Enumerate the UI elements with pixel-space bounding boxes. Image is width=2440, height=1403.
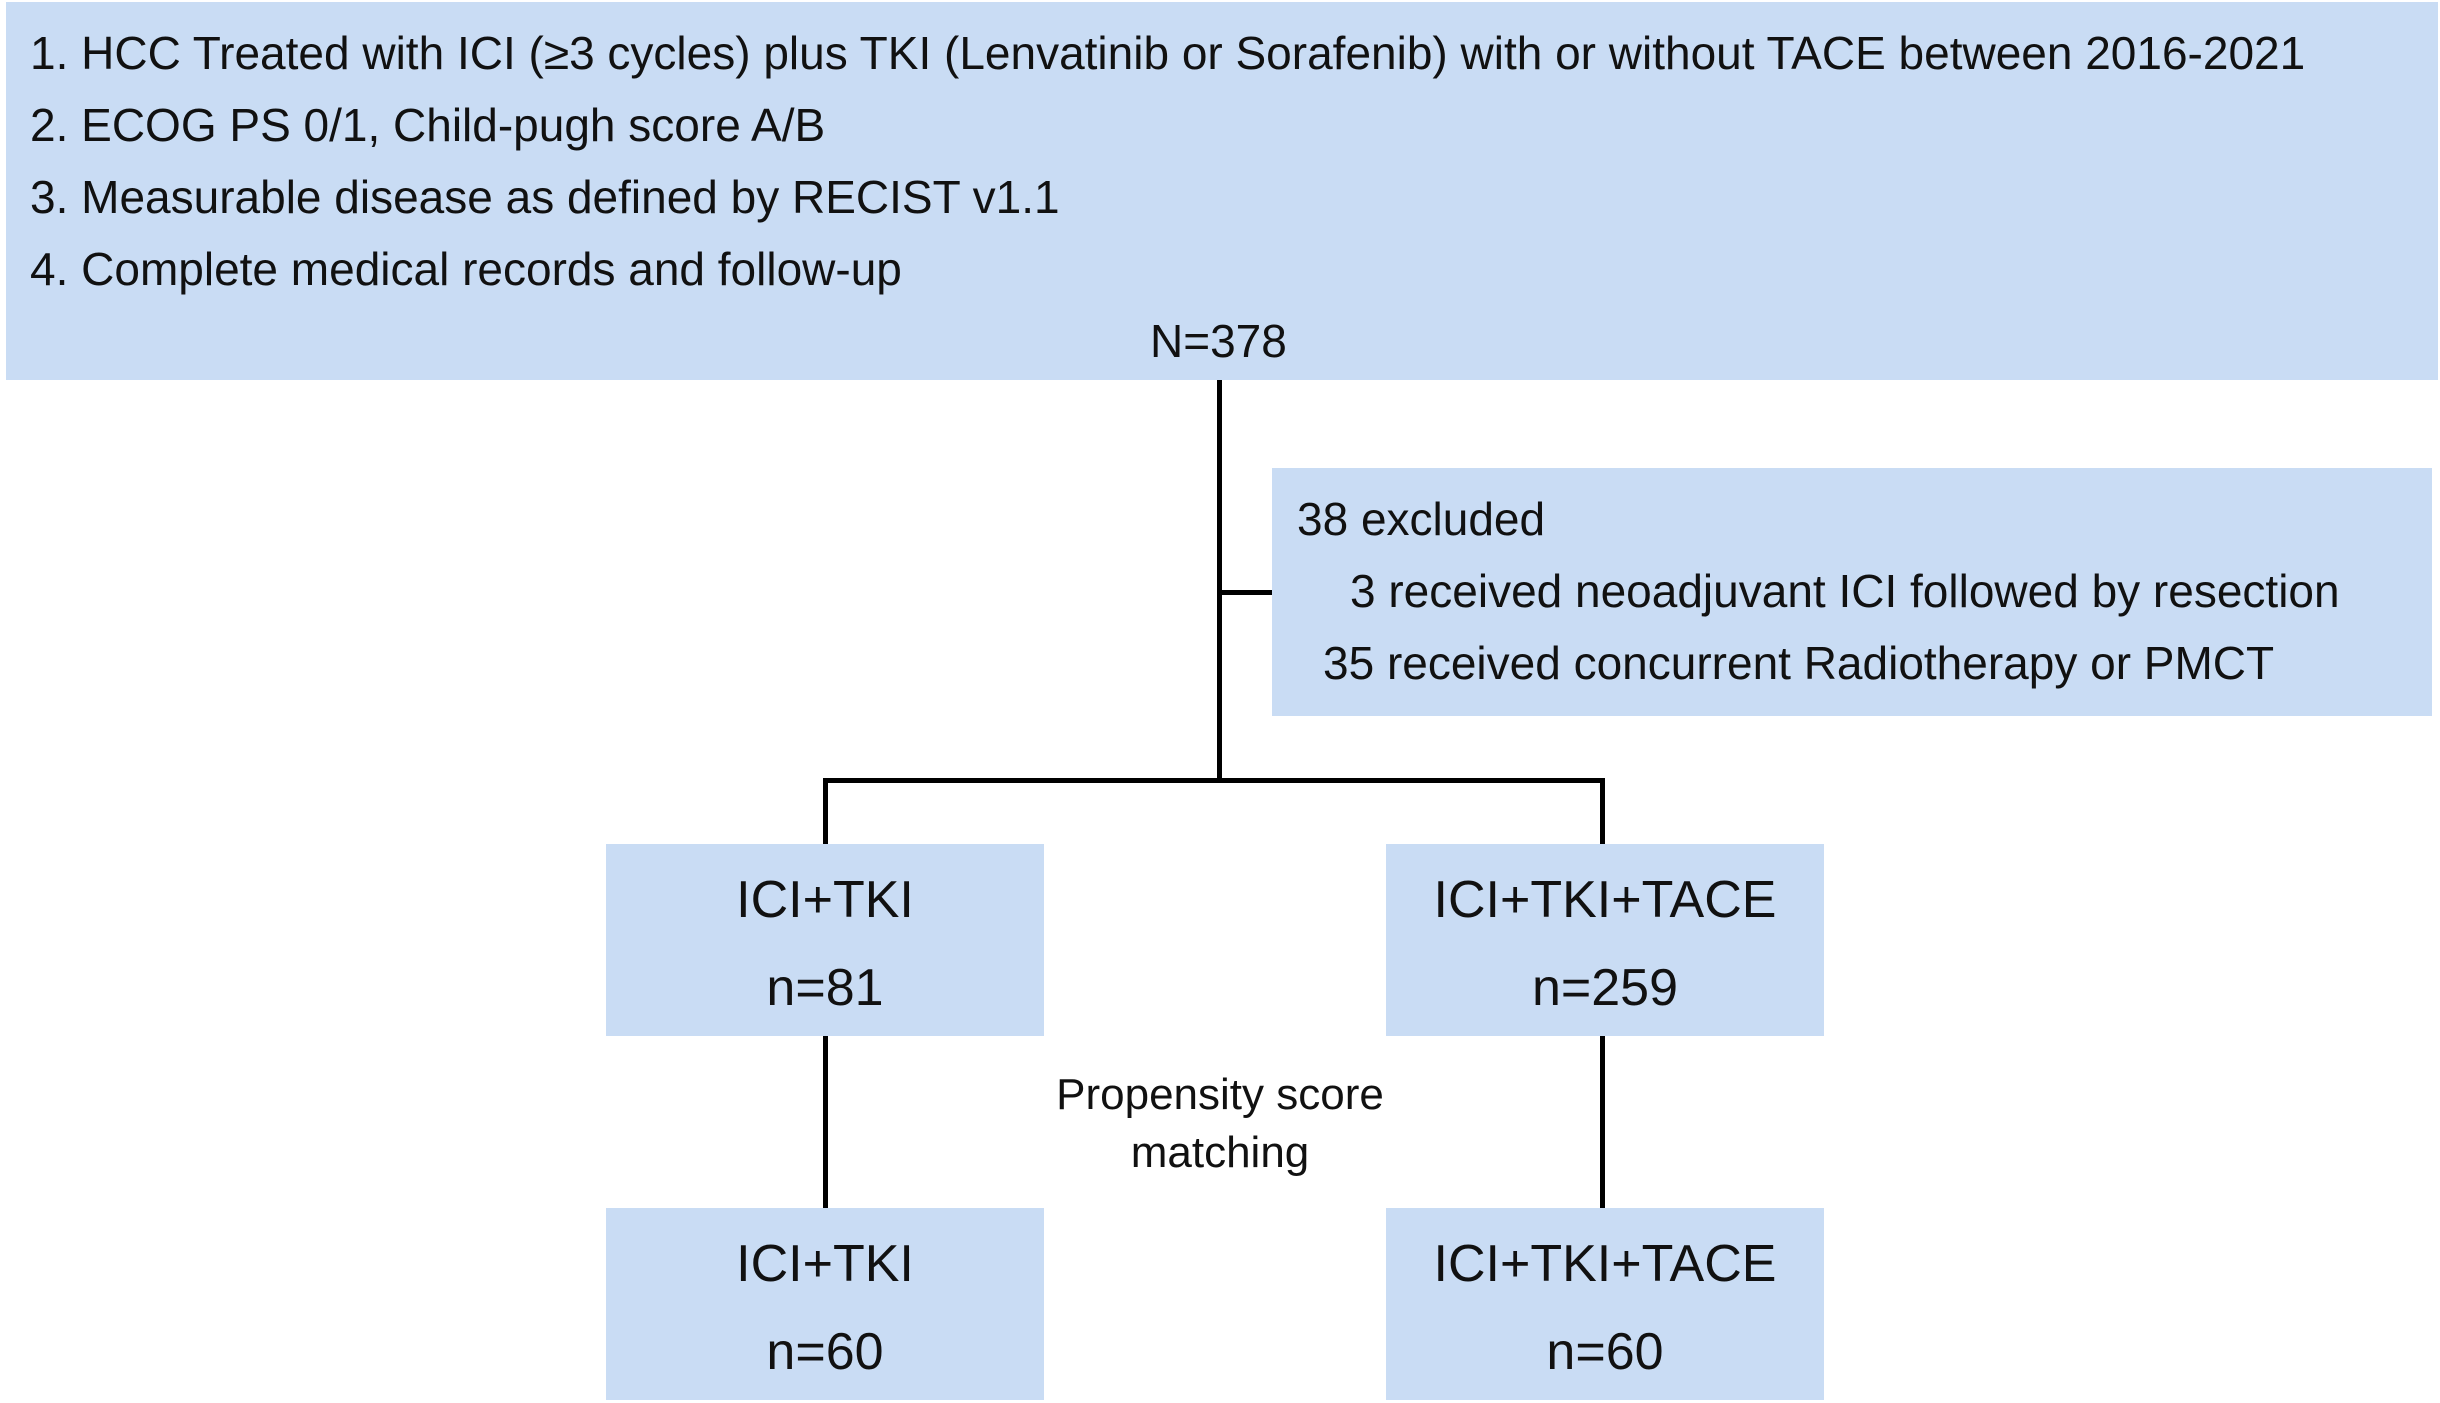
inclusion-criterion-1: 1. HCC Treated with ICI (≥3 cycles) plus… (30, 27, 2306, 79)
inclusion-criterion-3: 3. Measurable disease as defined by RECI… (30, 171, 1060, 223)
group-ici-tki-before-box: ICI+TKI n=81 (606, 844, 1044, 1036)
inclusion-criterion-2: 2. ECOG PS 0/1, Child-pugh score A/B (30, 99, 826, 151)
group-label: ICI+TKI (736, 871, 914, 929)
group-count: n=60 (1546, 1323, 1664, 1381)
group-ici-tki-tace-after-box: ICI+TKI+TACE n=60 (1386, 1208, 1824, 1400)
exclusion-reason-2: 35 received concurrent Radiotherapy or P… (1323, 637, 2275, 689)
right-drop-connector (1600, 778, 1605, 844)
split-horizontal-connector (823, 778, 1605, 783)
group-count: n=259 (1531, 959, 1679, 1017)
group-ici-tki-after-box: ICI+TKI n=60 (606, 1208, 1044, 1400)
exclusion-title: 38 excluded (1297, 493, 1546, 545)
group-label: ICI+TKI+TACE (1433, 1235, 1777, 1293)
exclusion-reason-1: 3 received neoadjuvant ICI followed by r… (1350, 565, 2340, 617)
right-matching-connector (1600, 1036, 1605, 1208)
group-label: ICI+TKI+TACE (1433, 871, 1777, 929)
group-count: n=81 (766, 959, 884, 1017)
propensity-matching-label: Propensity score matching (1056, 1070, 1384, 1177)
group-label: ICI+TKI (736, 1235, 914, 1293)
main-vertical-connector (1217, 380, 1222, 780)
exclusion-box (1272, 468, 2432, 716)
exclusion-branch-connector (1217, 590, 1274, 595)
total-count: N=378 (1150, 315, 1287, 367)
left-drop-connector (823, 778, 828, 844)
inclusion-criterion-4: 4. Complete medical records and follow-u… (30, 243, 902, 295)
group-ici-tki-tace-before-box: ICI+TKI+TACE n=259 (1386, 844, 1824, 1036)
group-count: n=60 (766, 1323, 884, 1381)
left-matching-connector (823, 1036, 828, 1208)
inclusion-criteria-box (6, 2, 2438, 380)
